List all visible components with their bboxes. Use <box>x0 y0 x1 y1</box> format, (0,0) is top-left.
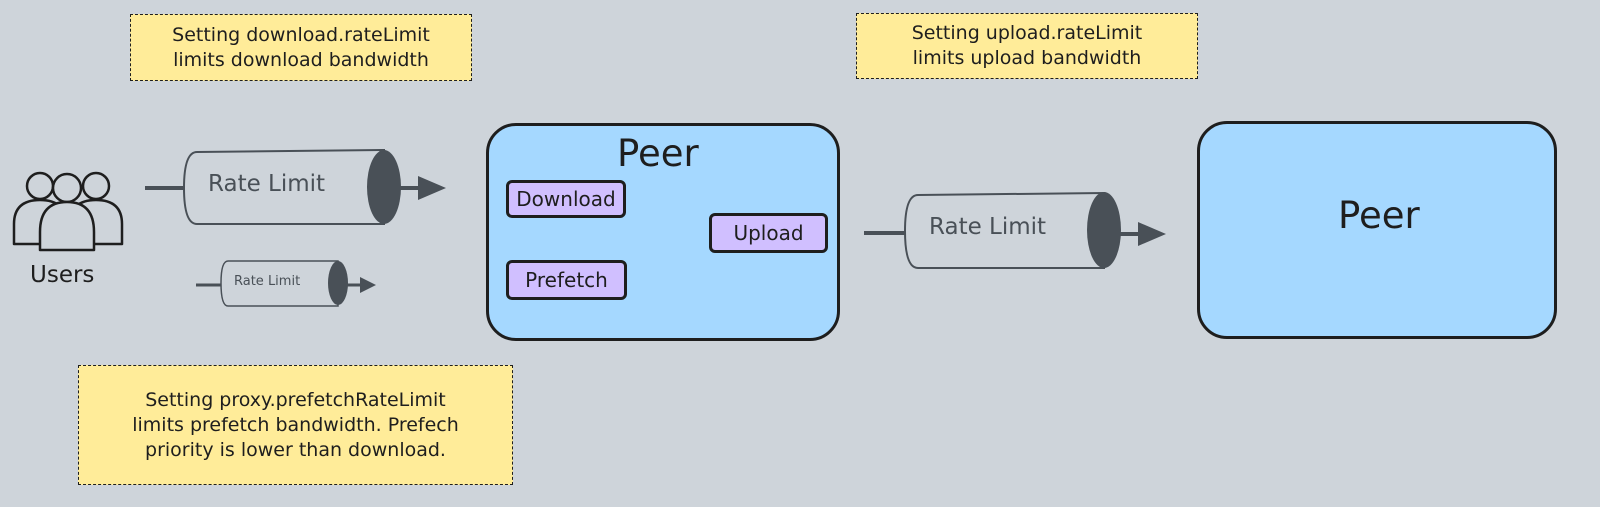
download-note-text: Setting download.rateLimit limits downlo… <box>172 23 430 71</box>
local-peer-title: Peer <box>617 132 699 175</box>
prefetch-rate-limit-pipe <box>196 260 376 307</box>
prefetch-rate-limit-label: Rate Limit <box>234 274 301 289</box>
download-rate-limit-note: Setting download.rateLimit limits downlo… <box>130 14 472 81</box>
users-label: Users <box>30 262 95 288</box>
upload-rate-limit-pipe <box>864 191 1166 269</box>
prefetch-rate-limit-note: Setting proxy.prefetchRateLimit limits p… <box>78 365 513 485</box>
upload-module-label: Upload <box>733 221 804 245</box>
remote-peer-box: Peer <box>1197 121 1557 339</box>
users-icon <box>12 171 124 252</box>
local-peer-box: Peer Download Prefetch Upload <box>486 123 840 341</box>
upload-rate-limit-note: Setting upload.rateLimit limits upload b… <box>856 13 1198 79</box>
download-module-label: Download <box>516 187 616 211</box>
upload-note-text: Setting upload.rateLimit limits upload b… <box>911 22 1143 69</box>
download-rate-limit-label: Rate Limit <box>208 171 326 197</box>
upload-module: Upload <box>709 213 828 253</box>
download-module: Download <box>506 180 626 218</box>
remote-peer-title: Peer <box>1338 194 1420 237</box>
prefetch-note-text: Setting proxy.prefetchRateLimit limits p… <box>132 388 459 461</box>
upload-rate-limit-label: Rate Limit <box>929 214 1047 240</box>
prefetch-module-label: Prefetch <box>525 268 608 292</box>
download-rate-limit-pipe <box>145 148 446 225</box>
prefetch-module: Prefetch <box>506 260 627 300</box>
